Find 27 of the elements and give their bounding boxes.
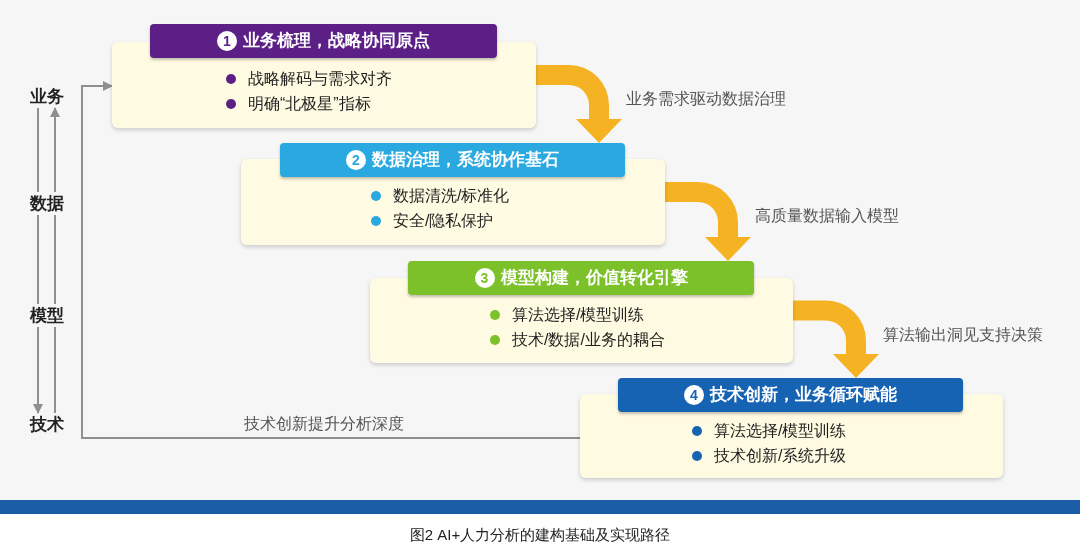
number-badge: 1	[217, 31, 237, 51]
header-title: 技术创新，业务循环赋能	[710, 384, 897, 407]
bullet-text: 战略解码与需求对齐	[248, 68, 392, 89]
layer-label: 技术	[30, 413, 64, 436]
curved-arrow	[536, 65, 622, 143]
header-title: 业务梳理，战略协同原点	[243, 30, 430, 53]
arrow	[81, 81, 581, 439]
bullet-text: 明确“北极星”指标	[248, 93, 371, 114]
layer-label: 业务	[30, 85, 64, 108]
arrow	[50, 107, 60, 193]
layer-label: 数据	[30, 192, 64, 215]
bullet-text: 算法选择/模型训练	[714, 420, 847, 441]
number-badge: 2	[346, 150, 366, 170]
layer-label: 模型	[30, 304, 64, 327]
curved-arrow	[793, 300, 879, 378]
number-badge: 4	[684, 385, 704, 405]
bullet-text: 数据清洗/标准化	[393, 185, 510, 206]
arrow	[33, 326, 43, 414]
caption: 图2 AI+人力分析的建构基础及实现路径	[408, 525, 672, 545]
bullet-text: 安全/隐私保护	[393, 210, 494, 231]
header-title: 模型构建，价值转化引擎	[500, 267, 688, 290]
curved-arrow	[665, 182, 751, 261]
bullet-text: 技术/数据/业务的耦合	[512, 329, 665, 350]
bullet-text: 算法选择/模型训练	[512, 304, 645, 325]
number-badge: 3	[474, 268, 495, 288]
bullet-text: 技术创新/系统升级	[714, 445, 847, 466]
header-title: 数据治理，系统协作基石	[372, 149, 559, 172]
